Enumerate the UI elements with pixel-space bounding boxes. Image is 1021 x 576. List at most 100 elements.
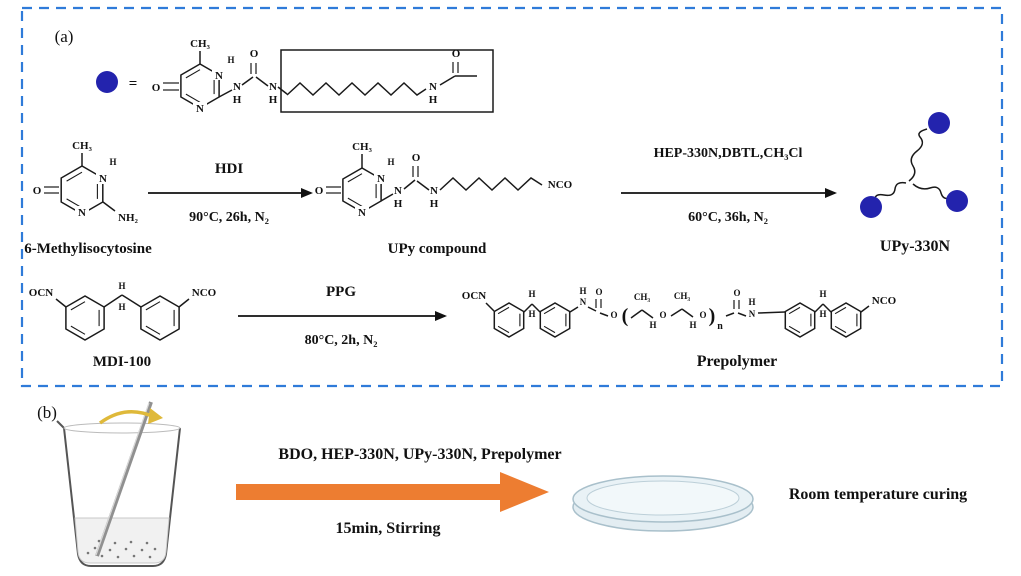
atom-label: CH₃: [634, 292, 651, 302]
atom-label: N: [99, 173, 107, 185]
atom-label: OCN: [462, 290, 487, 302]
beaker-outline: [63, 427, 181, 567]
benzene-ring: [140, 295, 180, 341]
structure-bonds: [55, 294, 190, 308]
upy-dot-icon: [946, 190, 968, 212]
bond: [587, 306, 597, 312]
mixture-label: BDO, HEP-330N, UPy-330N, Prepolymer: [278, 446, 561, 463]
atom-label: O: [610, 310, 617, 320]
stirring-rod: [95, 401, 153, 557]
bond: [725, 312, 735, 317]
upy-legend: = CH₃ H N O N N H O N H N: [96, 38, 494, 115]
reaction-step-2: HEP-330N,DBTL,CH₃Cl 60°C, 36h, N₂: [621, 146, 837, 225]
atom-label: H: [233, 94, 242, 106]
upy-dot-icon: [96, 71, 118, 93]
atom-label: H: [387, 157, 394, 167]
squiggle-arm: [908, 128, 928, 182]
atom-label: O: [595, 287, 602, 297]
atom-label: O: [33, 185, 42, 197]
bond: [485, 302, 495, 312]
structure-bonds: [326, 154, 543, 202]
atom-label: H: [748, 297, 755, 307]
mdi-structure: H H OCN NCO MDI-100: [29, 281, 217, 370]
atom-label: H: [819, 309, 826, 319]
benzene-ring: [65, 295, 105, 341]
atom-label: NCO: [192, 287, 217, 299]
atom-label: N: [749, 309, 756, 319]
atom-label: N: [358, 207, 366, 219]
reactant-label: 6-Methylisocytosine: [24, 241, 152, 257]
bond: [737, 312, 747, 317]
upy-compound-structure: CH₃ H N O N N H O N H NCO UPy compound: [315, 141, 573, 257]
bond: [569, 306, 579, 313]
product-label: UPy-330N: [880, 238, 951, 255]
atom-label: CH₃: [674, 291, 691, 301]
stirring-conditions-label: 15min, Stirring: [336, 520, 441, 537]
bond: [178, 298, 190, 308]
atom-label: O: [412, 152, 421, 164]
reagent-label: HDI: [215, 161, 244, 177]
atom-label: NH₂: [118, 212, 139, 224]
atom-label: O: [733, 288, 740, 298]
benzene-ring: [784, 302, 816, 338]
atom-label: OCN: [29, 287, 54, 299]
benzene-ring: [830, 302, 862, 338]
atom-label: N: [215, 70, 223, 82]
bond: [523, 303, 533, 313]
reaction-step-3: PPG 80°C, 2h, N₂: [238, 284, 447, 348]
squiggle-arm: [874, 181, 907, 202]
label-mask: [75, 206, 89, 218]
bond: [241, 76, 254, 86]
label-mask: [355, 206, 369, 218]
bond: [277, 86, 288, 95]
atom-label: H: [689, 320, 696, 330]
atom-label: N: [78, 207, 86, 219]
atom-label: O: [152, 82, 161, 94]
bracket: (: [622, 305, 629, 327]
atom-label: O: [452, 48, 461, 60]
benzene-ring: [493, 302, 525, 338]
atom-label: O: [315, 185, 324, 197]
atom-label: O: [659, 310, 666, 320]
legend-box: [280, 49, 494, 113]
reagent-label: HEP-330N,DBTL,CH₃Cl: [654, 146, 803, 161]
benzene-ring: [539, 302, 571, 338]
beaker-rim: [63, 422, 181, 434]
legend-bonds: [163, 49, 494, 113]
equals-sign: =: [129, 76, 138, 92]
atom-label: H: [269, 94, 278, 106]
bond-chain: [439, 176, 543, 192]
label-mask: [96, 172, 110, 184]
atom-label: H: [528, 289, 535, 299]
curing-caption: Room temperature curing: [789, 486, 967, 503]
bracket: ): [709, 305, 716, 327]
panel-a-label: (a): [55, 27, 74, 46]
atom-label: H: [819, 289, 826, 299]
atom-label: NCO: [872, 295, 897, 307]
atom-label: CH₃: [72, 140, 93, 152]
atom-label: H: [109, 157, 116, 167]
atom-label: O: [699, 310, 706, 320]
label-mask: [193, 102, 207, 114]
atom-label: H: [579, 286, 586, 296]
atom-label: N: [580, 297, 587, 307]
prepolymer-structure: OCN H H N H: [462, 286, 897, 370]
conditions-label: 80°C, 2h, N₂: [305, 333, 378, 348]
particles: [86, 539, 157, 559]
bond: [218, 89, 233, 98]
atom-label: N: [233, 81, 241, 93]
beaker-spout: [56, 420, 65, 429]
reaction-step-1: HDI 90°C, 26h, N₂: [148, 161, 313, 225]
conditions-label: 90°C, 26h, N₂: [189, 210, 269, 225]
bond: [630, 309, 643, 319]
bond: [439, 75, 456, 86]
atom-label: H: [118, 281, 125, 291]
atom-label: N: [377, 173, 385, 185]
product-label: Prepolymer: [697, 353, 778, 370]
bond: [681, 308, 694, 318]
petri-dish: [572, 475, 754, 532]
atom-label: H: [394, 198, 403, 210]
bond: [403, 179, 416, 190]
